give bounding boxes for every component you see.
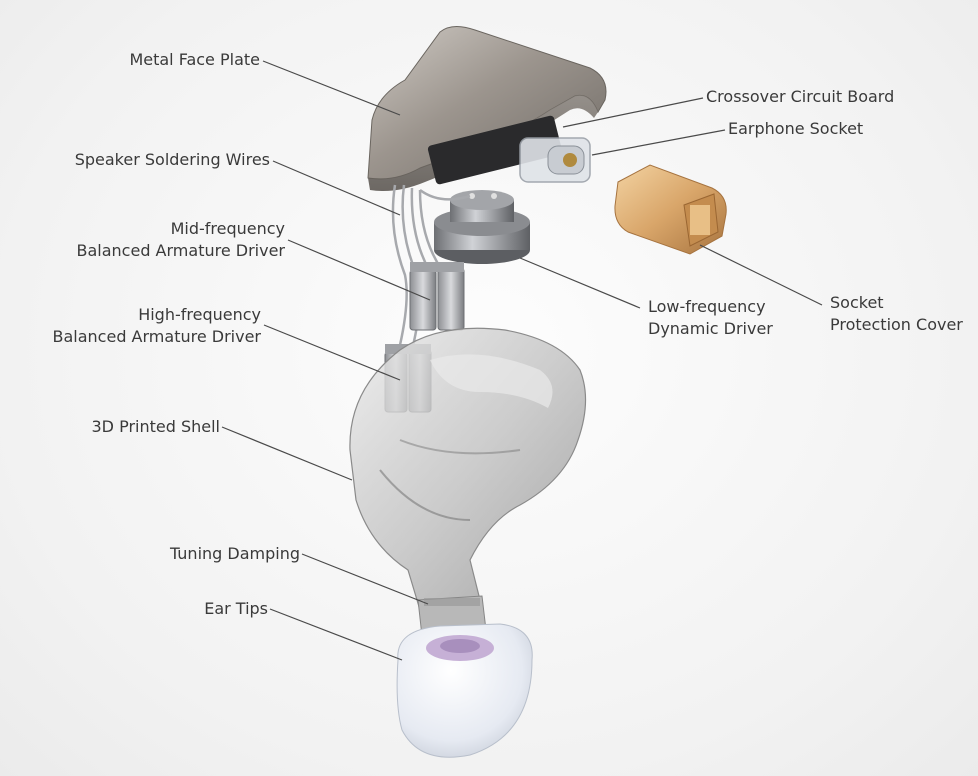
leader-metal-face-plate bbox=[262, 60, 401, 116]
label-3d-printed-shell: 3D Printed Shell bbox=[91, 417, 220, 436]
label-ear-tips: Ear Tips bbox=[204, 599, 268, 618]
label-earphone-socket: Earphone Socket bbox=[728, 119, 864, 138]
label-mid-frequency-driver: Mid-frequency Balanced Armature Driver bbox=[76, 219, 286, 260]
label-crossover-circuit-board: Crossover Circuit Board bbox=[706, 87, 895, 106]
mid-ba-driver-part bbox=[409, 262, 465, 331]
label-speaker-soldering-wires: Speaker Soldering Wires bbox=[74, 150, 270, 169]
leader-high-frequency bbox=[263, 324, 401, 381]
label-high-frequency-driver: High-frequency Balanced Armature Driver bbox=[52, 305, 262, 346]
leader-tuning-damping bbox=[301, 553, 429, 605]
ear-tip-part bbox=[396, 623, 533, 758]
leader-socket-cover bbox=[699, 244, 823, 306]
crossover-board-part bbox=[427, 115, 563, 185]
printed-shell-part bbox=[349, 327, 587, 611]
socket-cover-part bbox=[614, 164, 727, 255]
leader-low-frequency bbox=[519, 257, 641, 309]
leader-soldering-wires bbox=[272, 160, 401, 216]
earphone-socket-part bbox=[519, 137, 591, 183]
dynamic-driver-part bbox=[434, 190, 530, 264]
leader-printed-shell bbox=[221, 426, 353, 481]
label-socket-protection-cover: Socket Protection Cover bbox=[830, 293, 963, 334]
leader-mid-frequency bbox=[287, 239, 431, 301]
leader-crossover-board bbox=[562, 97, 704, 128]
leader-ear-tips bbox=[269, 608, 403, 661]
label-low-frequency-driver: Low-frequency Dynamic Driver bbox=[648, 297, 773, 338]
label-tuning-damping: Tuning Damping bbox=[169, 544, 300, 563]
label-metal-face-plate: Metal Face Plate bbox=[129, 50, 260, 69]
leader-earphone-socket bbox=[591, 129, 726, 156]
